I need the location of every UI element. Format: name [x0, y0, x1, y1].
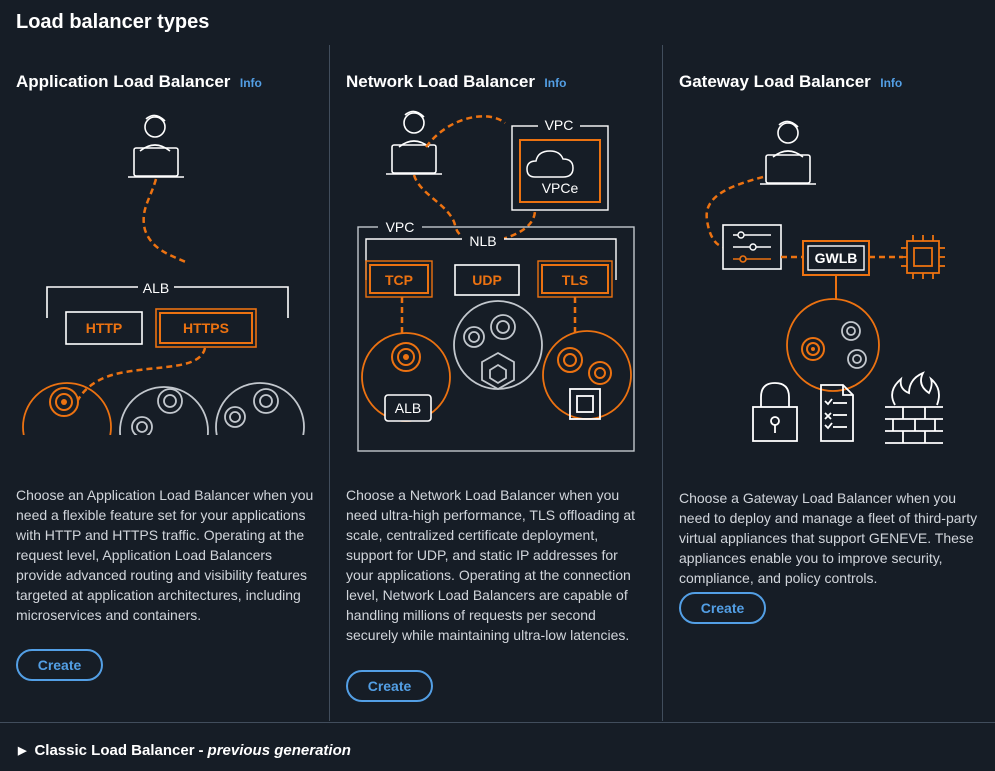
nlb-card: Network Load Balancer Info VPC VPCe VPC — [329, 45, 662, 721]
https-label: HTTPS — [183, 320, 229, 336]
alb-target-icon: ALB — [361, 332, 451, 422]
container-target-icon — [119, 386, 209, 435]
user-laptop-icon — [386, 110, 442, 175]
tls-label: TLS — [562, 272, 588, 288]
nlb-diagram: VPC VPCe VPC NLB TCP UDP — [357, 110, 635, 452]
alb-target-label: ALB — [395, 400, 421, 416]
tcp-box: TCP — [365, 260, 433, 298]
user-laptop-icon — [128, 114, 184, 178]
classic-load-balancer-expander[interactable]: ▶ Classic Load Balancer - previous gener… — [18, 742, 351, 759]
http-box: HTTP — [65, 311, 143, 345]
nlb-info-link[interactable]: Info — [544, 76, 567, 90]
alb-create-button[interactable]: Create — [16, 649, 103, 681]
nlb-description: Choose a Network Load Balancer when you … — [346, 487, 636, 643]
container-target-icon — [453, 300, 543, 391]
https-box: HTTPS — [155, 308, 257, 348]
vpc-top-label: VPC — [545, 117, 574, 133]
page-title: Load balancer types — [16, 11, 210, 33]
classic-label: Classic Load Balancer — [34, 742, 195, 759]
classic-suffix: previous generation — [207, 742, 351, 759]
appliance-chip-icon — [901, 235, 945, 279]
nlb-label: NLB — [469, 233, 496, 249]
lambda-target-icon: λ — [22, 382, 112, 435]
gwlb-card: Gateway Load Balancer Info — [662, 45, 995, 721]
gwlb-label: GWLB — [815, 250, 858, 266]
nlb-title: Network Load Balancer — [346, 72, 535, 91]
gwlb-target-group-icon — [786, 298, 880, 392]
instance-target-icon — [215, 382, 305, 435]
alb-card: Application Load Balancer Info ALB HTTP — [0, 45, 328, 721]
compliance-checklist-icon — [820, 384, 854, 442]
http-label: HTTP — [86, 320, 123, 336]
alb-bracket: ALB — [46, 277, 289, 318]
udp-label: UDP — [472, 272, 502, 288]
traffic-filter-icon — [722, 224, 782, 270]
gwlb-create-button[interactable]: Create — [679, 592, 766, 624]
gwlb-title: Gateway Load Balancer — [679, 72, 871, 91]
tls-box: TLS — [537, 260, 613, 298]
nlb-create-button[interactable]: Create — [346, 670, 433, 702]
alb-label: ALB — [143, 280, 169, 296]
alb-diagram: ALB HTTP HTTPS λ — [22, 114, 305, 435]
nlb-bracket: NLB — [365, 231, 617, 280]
vpce-label: VPCe — [542, 180, 579, 196]
alb-description: Choose an Application Load Balancer when… — [16, 487, 314, 623]
alb-header: Application Load Balancer Info — [16, 72, 262, 92]
vpc-label: VPC — [386, 219, 415, 235]
udp-box: UDP — [454, 264, 520, 296]
gwlb-header: Gateway Load Balancer Info — [679, 72, 902, 92]
classic-separator: - — [198, 742, 204, 759]
vpc-endpoint-group: VPC VPCe — [511, 116, 609, 211]
alb-info-link[interactable]: Info — [239, 76, 262, 90]
gwlb-description: Choose a Gateway Load Balancer when you … — [679, 490, 978, 586]
gwlb-diagram: GWLB — [705, 120, 945, 444]
vpc-group: VPC — [357, 217, 635, 452]
nlb-header: Network Load Balancer Info — [346, 72, 566, 92]
lock-icon — [752, 382, 798, 442]
tcp-label: TCP — [385, 272, 413, 288]
caret-right-icon: ▶ — [18, 745, 27, 757]
instance-target-icon — [542, 330, 632, 420]
gwlb-info-link[interactable]: Info — [880, 76, 903, 90]
firewall-icon — [885, 371, 943, 444]
gwlb-box: GWLB — [802, 240, 870, 276]
user-laptop-icon — [760, 120, 816, 185]
footer-divider — [0, 722, 995, 723]
alb-title: Application Load Balancer — [16, 72, 231, 91]
